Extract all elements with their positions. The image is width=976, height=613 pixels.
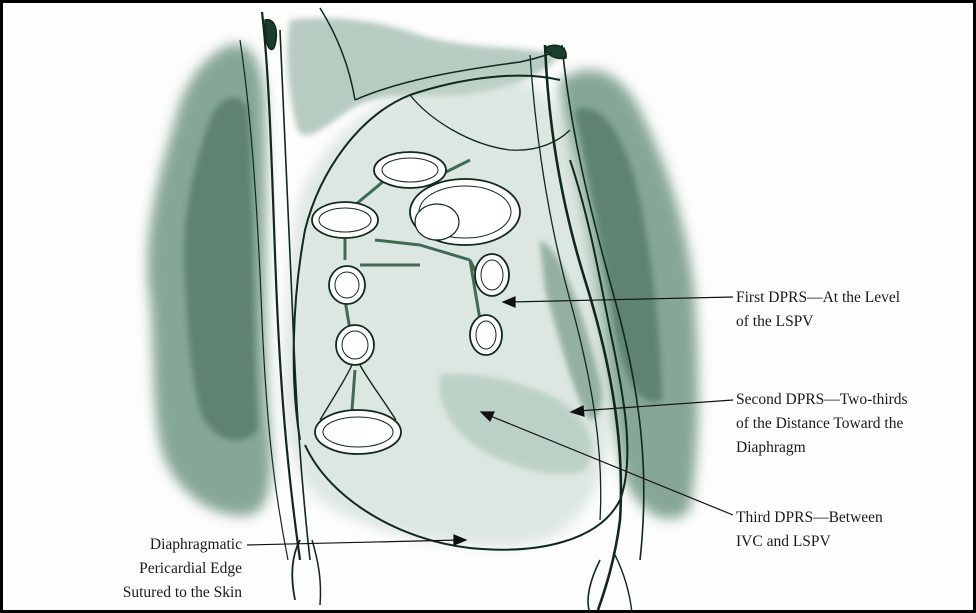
first-dprs-label: First DPRS—At the Level of the LSPV	[736, 286, 900, 334]
third-dprs-label-line2: IVC and LSPV	[736, 530, 883, 554]
second-dprs-label-line3: Diaphragm	[736, 436, 908, 460]
pericardial-edge-label-line1: Diaphragmatic	[60, 533, 242, 557]
pericardial-edge-label-line3: Sutured to the Skin	[60, 581, 242, 605]
first-dprs-label-line1: First DPRS—At the Level	[736, 286, 900, 310]
second-dprs-label-line1: Second DPRS—Two-thirds	[736, 388, 908, 412]
edge-pointer	[247, 540, 460, 545]
second-dprs-label: Second DPRS—Two-thirds of the Distance T…	[736, 388, 908, 460]
first-dprs-label-line2: of the LSPV	[736, 310, 900, 334]
third-dprs-label: Third DPRS—Between IVC and LSPV	[736, 506, 883, 554]
heart-wash	[283, 73, 610, 546]
third-dprs-label-line1: Third DPRS—Between	[736, 506, 883, 530]
pericardial-edge-label: Diaphragmatic Pericardial Edge Sutured t…	[60, 533, 242, 605]
second-dprs-label-line2: of the Distance Toward the	[736, 412, 908, 436]
pericardial-edge-label-line2: Pericardial Edge	[60, 557, 242, 581]
left-tissue-wash	[147, 44, 271, 515]
